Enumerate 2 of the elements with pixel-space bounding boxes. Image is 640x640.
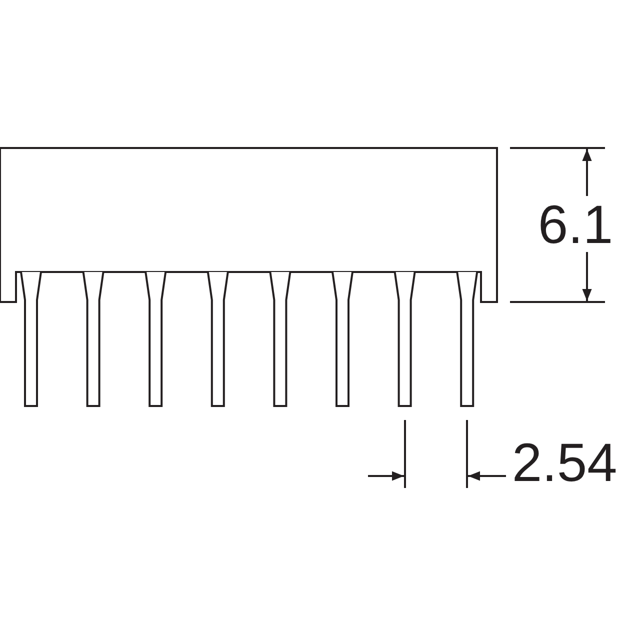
dimension-label: 6.1 — [538, 198, 614, 252]
dimension-label: 2.54 — [512, 436, 618, 490]
